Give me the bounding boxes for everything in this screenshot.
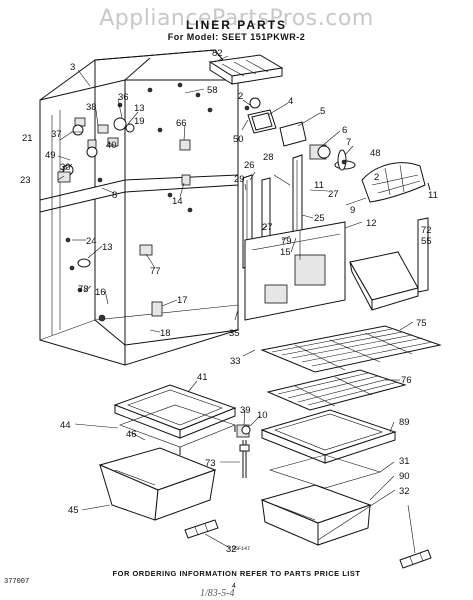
callout-23: 23 (20, 175, 31, 186)
callout-32b: 32 (226, 544, 237, 555)
crisper-cover (260, 409, 397, 464)
callout-37: 37 (51, 129, 62, 140)
callout-26: 26 (244, 160, 255, 171)
callout-13b: 13 (102, 242, 113, 253)
document-number: 377007 (4, 578, 30, 586)
callout-28: 28 (263, 152, 274, 163)
watermark: AppliancePartsPros.com (99, 6, 374, 31)
callout-7: 7 (346, 137, 351, 148)
callout-49: 49 (45, 150, 56, 161)
trim-strips (184, 519, 432, 569)
callout-4: 4 (288, 96, 293, 107)
callout-3: 3 (70, 62, 75, 73)
control-shaft (236, 424, 251, 478)
callout-32: 32 (399, 486, 410, 497)
callout-6: 6 (342, 125, 347, 136)
callout-14: 14 (172, 196, 183, 207)
callout-5: 5 (320, 106, 325, 117)
callout-17: 17 (177, 295, 188, 306)
callout-2: 2 (238, 91, 243, 102)
callout-90: 90 (399, 471, 410, 482)
callout-38: 38 (86, 102, 97, 113)
callout-58: 58 (207, 85, 218, 96)
callout-66: 66 (176, 118, 187, 129)
wire-shelf-lower (266, 369, 407, 411)
callout-11b: 11 (428, 190, 438, 201)
callout-35: 35 (229, 328, 240, 339)
callout-40: 40 (106, 140, 117, 151)
callout-55: 55 (421, 236, 432, 247)
figure-id: 85F147 (232, 546, 251, 552)
pan-cover (113, 384, 237, 439)
callout-72: 72 (421, 225, 432, 236)
callout-46: 46 (126, 429, 137, 440)
callout-12: 12 (366, 218, 377, 229)
page-number: 4 (232, 583, 236, 590)
callout-16: 16 (95, 287, 106, 298)
callout-76: 76 (401, 375, 412, 386)
callout-75: 75 (416, 318, 427, 329)
callout-8: 8 (112, 190, 117, 201)
wire-shelf-upper (260, 325, 442, 373)
callout-82: 82 (212, 48, 223, 59)
callout-73: 73 (205, 458, 216, 469)
model-line: For Model: SEET 151PKWR-2 (167, 32, 306, 42)
callout-27b: 27 (262, 222, 273, 233)
callout-45: 45 (68, 505, 79, 516)
liner-cabinet (39, 49, 239, 366)
leader-lines (57, 55, 416, 554)
ordering-note: FOR ORDERING INFORMATION REFER TO PARTS … (112, 569, 361, 578)
callout-27: 27 (328, 189, 339, 200)
callout-10: 10 (257, 410, 268, 421)
callout-24: 24 (86, 236, 97, 247)
callout-11: 11 (314, 180, 324, 191)
diagram-title: LINER PARTS (185, 18, 288, 32)
callout-48: 48 (370, 148, 381, 159)
callout-44: 44 (60, 420, 71, 431)
air-duct-panel (244, 221, 346, 321)
ice-tray (208, 54, 284, 85)
callout-79: 79 (281, 236, 292, 247)
crisper-drawer-lower (260, 484, 372, 546)
handwritten-signature: 1/83-5-4 (200, 588, 235, 599)
callout-25: 25 (314, 213, 325, 224)
callout-36: 36 (118, 92, 129, 103)
callout-15: 15 (280, 247, 291, 258)
callout-39: 39 (240, 405, 251, 416)
callout-33: 33 (230, 356, 241, 367)
callout-19: 19 (134, 116, 145, 127)
callout-labels: 3 82 58 2 4 5 6 7 48 2 11 21 38 36 13 19… (20, 48, 438, 555)
drawer-frame (119, 404, 236, 455)
callout-50: 50 (233, 134, 244, 145)
callout-18: 18 (160, 328, 171, 339)
callout-31: 31 (399, 456, 410, 467)
callout-9: 9 (350, 205, 355, 216)
callout-78: 78 (78, 284, 89, 295)
callout-21: 21 (22, 133, 33, 144)
callout-89: 89 (399, 417, 410, 428)
callout-29: 29 (234, 174, 245, 185)
light-fixtures (244, 97, 431, 191)
callout-13: 13 (134, 103, 145, 114)
callout-2b: 2 (374, 172, 379, 183)
callout-30: 30 (60, 162, 71, 173)
crisper-pan-upper (349, 217, 429, 311)
light-shield (361, 162, 426, 203)
callout-77: 77 (150, 266, 161, 277)
meat-pan (98, 447, 217, 521)
callout-41: 41 (197, 372, 208, 383)
